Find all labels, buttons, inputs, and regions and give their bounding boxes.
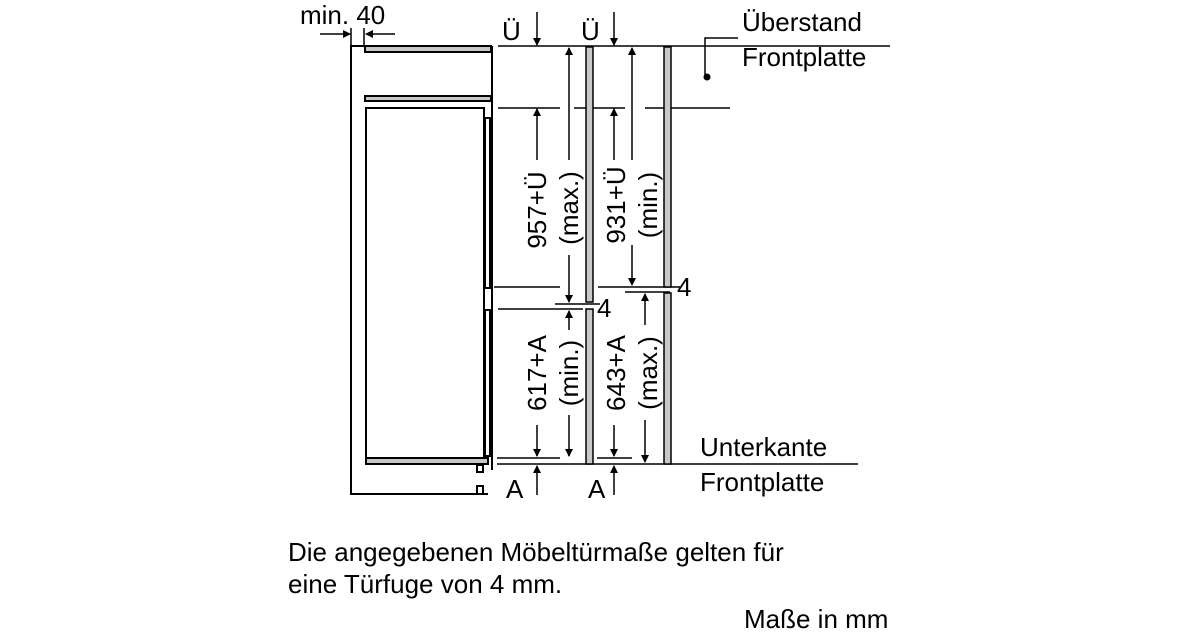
- dim-lower-max: 643+A: [601, 334, 631, 411]
- dim-lower-min-qualifier: (min.): [554, 340, 584, 406]
- u-marker-2: Ü: [581, 16, 600, 46]
- note-line-2: eine Türfuge von 4 mm.: [288, 569, 563, 599]
- a-marker-2: A: [588, 474, 606, 504]
- unterkante-frontplatte-label: Frontplatte: [700, 467, 824, 497]
- dim-upper-max: 957+Ü: [522, 171, 552, 248]
- gap-label-lower: 4: [597, 293, 611, 323]
- dim-upper-min-qualifier: (min.): [633, 172, 663, 238]
- appliance-body: [365, 107, 485, 459]
- dimension-lines: [320, 12, 890, 495]
- front-panels: [585, 46, 672, 465]
- top-panel: [364, 45, 492, 53]
- note-line-1: Die angegebenen Möbeltürmaße gelten für: [288, 537, 784, 567]
- u-marker-1: Ü: [502, 16, 521, 46]
- units-note: Maße in mm: [744, 604, 889, 634]
- gap-label-upper: 4: [677, 272, 691, 302]
- front-panel-upper-2: [663, 46, 672, 288]
- front-panel-lower-1: [585, 308, 594, 465]
- dim-lower-min: 617+A: [522, 334, 552, 411]
- dim-lower-max-qualifier: (max.): [633, 336, 663, 410]
- cabinet: [350, 45, 493, 495]
- front-panel-upper-1: [585, 46, 594, 303]
- dim-upper-max-qualifier: (max.): [554, 171, 584, 245]
- upper-door-strip: [484, 117, 491, 289]
- ueberstand-label: Überstand: [742, 7, 862, 37]
- plinth-panel: [365, 457, 489, 465]
- front-panel-lower-2: [663, 292, 672, 465]
- ueberstand-frontplatte-label: Frontplatte: [742, 42, 866, 72]
- a-marker-1: A: [506, 474, 524, 504]
- lower-door-strip: [484, 309, 491, 457]
- min-gap-label: min. 40: [300, 0, 385, 30]
- shelf-panel: [364, 95, 492, 102]
- reference-dot: [703, 73, 711, 81]
- dim-upper-min: 931+Ü: [601, 166, 631, 243]
- unterkante-label: Unterkante: [700, 432, 827, 462]
